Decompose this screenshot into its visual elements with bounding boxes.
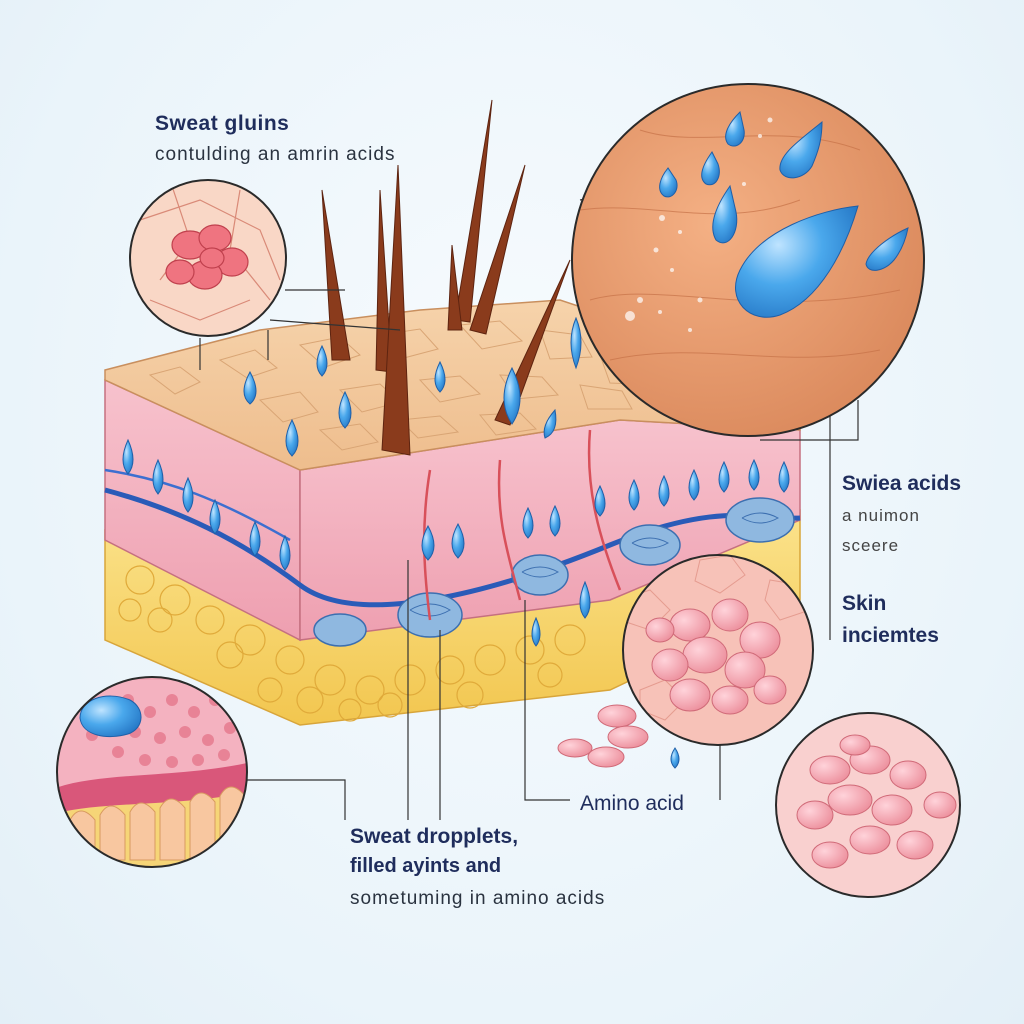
zoom-skin-cells xyxy=(622,554,814,746)
zoom-skin-surface xyxy=(571,83,925,437)
skin-cell-icon xyxy=(557,704,649,768)
label-bottom-line2: filled ayints and xyxy=(350,855,502,877)
label-top-line1: Sweat gluins xyxy=(155,112,290,135)
zoom-skin-pore xyxy=(56,676,248,868)
label-sweat-acids: Swiea acids a nuimon sceere xyxy=(842,472,961,556)
label-sweat-glands: Sweat gluins contulding an amrin acids xyxy=(155,112,395,166)
sweat-droplet-icon xyxy=(243,370,257,405)
zoom-sweat-gland xyxy=(129,179,287,337)
hair-strand-icon xyxy=(321,99,571,456)
label-right1-line2: a nuimon xyxy=(842,506,920,525)
sweat-droplets xyxy=(122,316,790,647)
label-top-line2: contulding an amrin acids xyxy=(155,144,396,165)
zoom-cells-cluster xyxy=(775,712,961,898)
label-bottom-line1: Sweat dropplets, xyxy=(350,825,519,848)
fat-cells xyxy=(118,565,586,722)
label-bottom-line3: sometuming in amino acids xyxy=(350,888,606,909)
label-skin: Skin inciemtes xyxy=(842,592,939,648)
label-right2-line1: Skin xyxy=(842,592,887,615)
large-sweat-droplet xyxy=(735,205,859,318)
label-amino-acid: Amino acid xyxy=(580,792,684,815)
label-right2-line2: inciemtes xyxy=(842,624,939,647)
label-sweat-droplets: Sweat dropplets, filled ayints and somet… xyxy=(350,825,605,910)
label-right1-line1: Swiea acids xyxy=(842,472,962,495)
label-right1-line3: sceere xyxy=(842,536,900,555)
